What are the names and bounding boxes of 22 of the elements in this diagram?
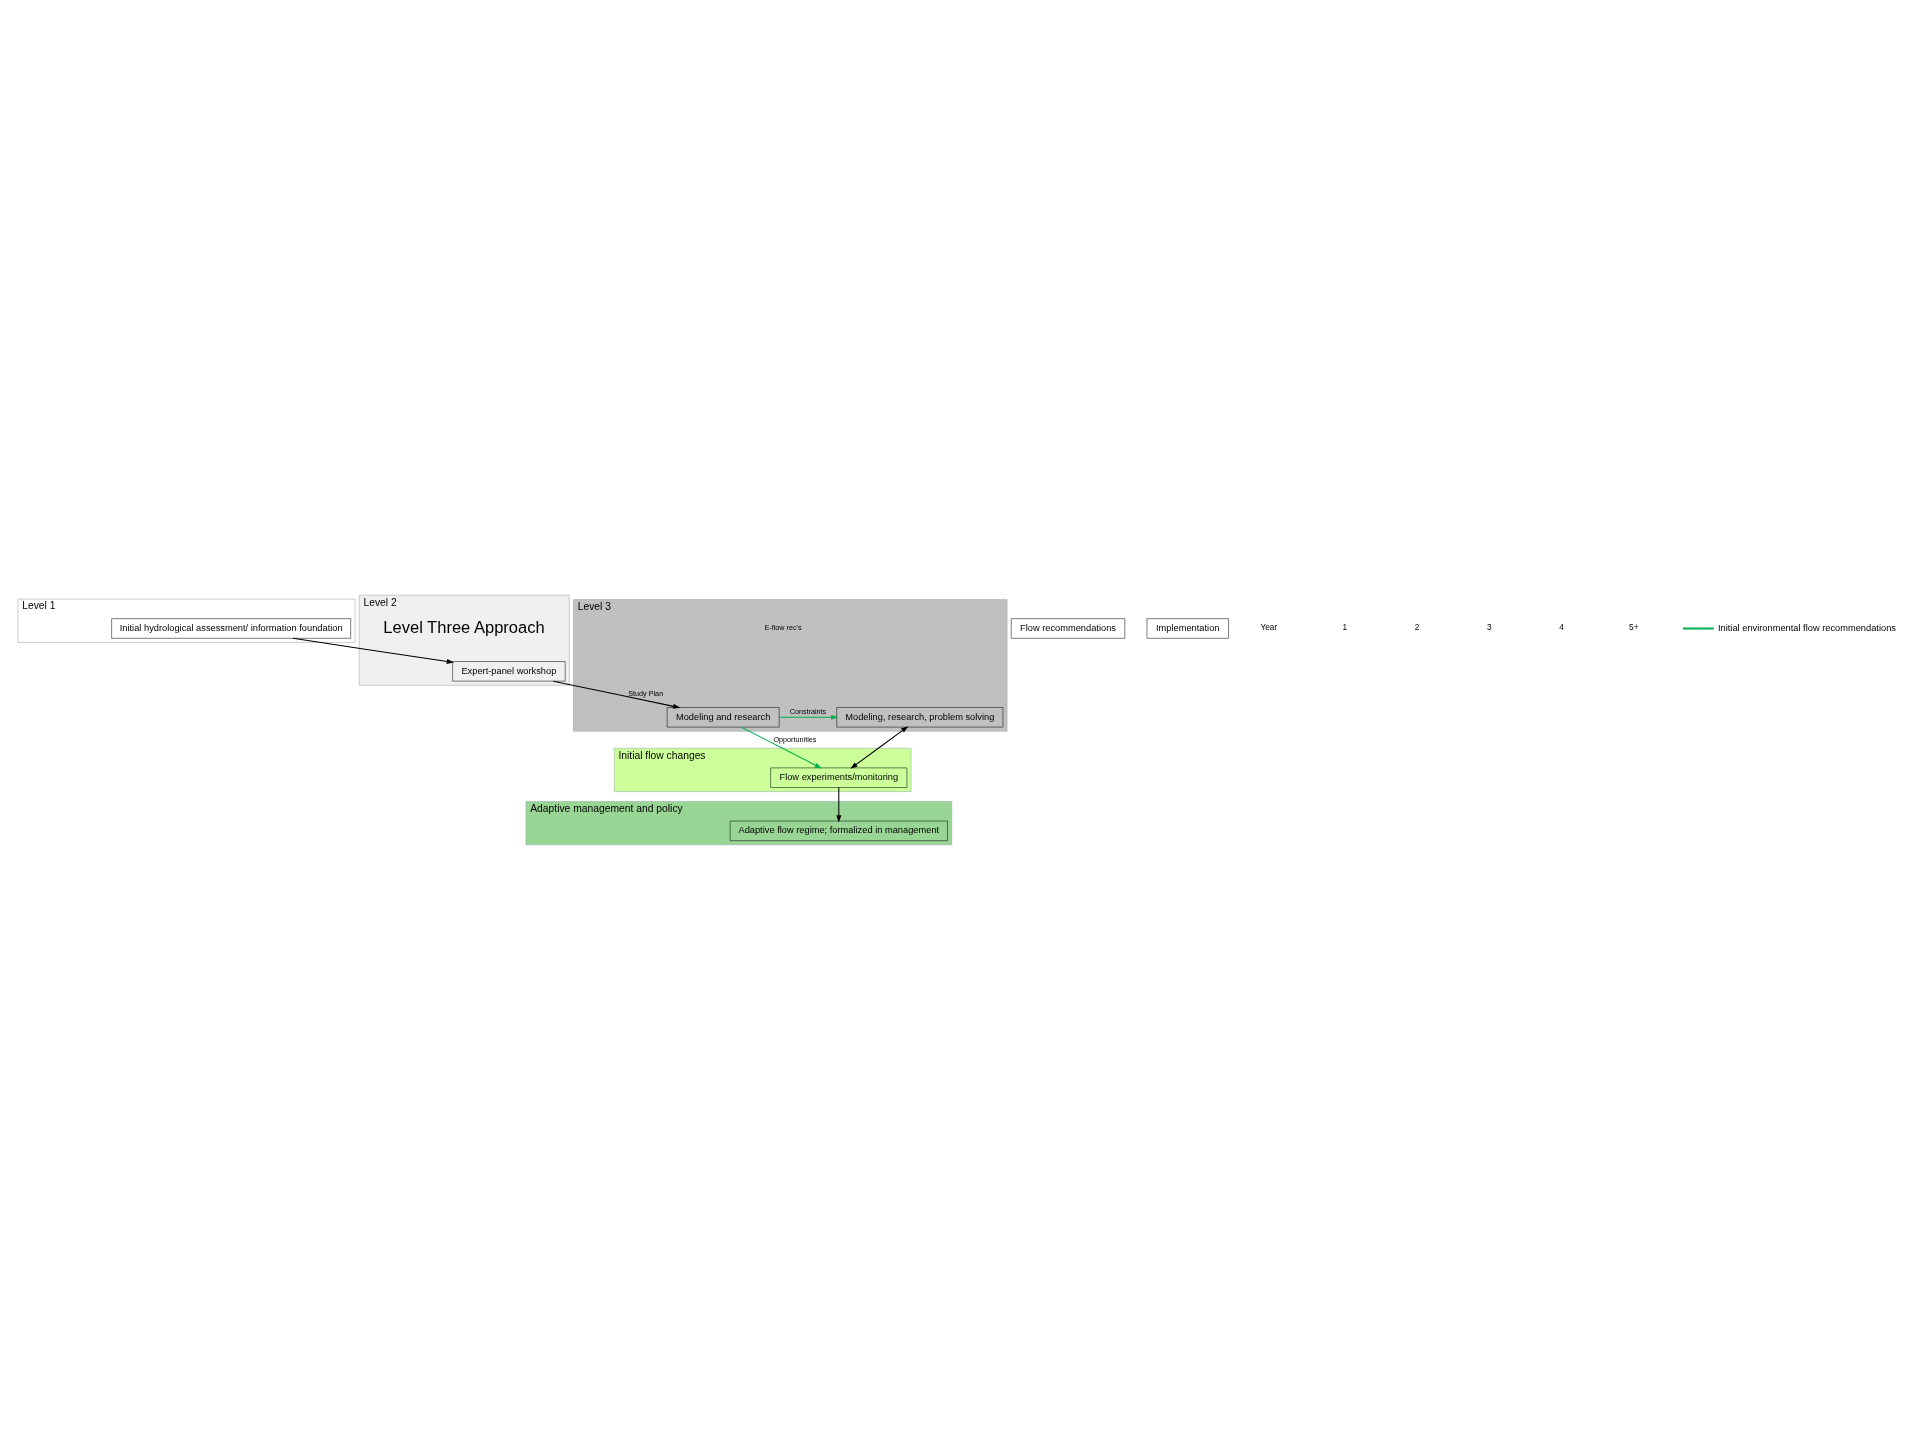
node-box: Flow experiments/monitoring (769, 767, 907, 788)
arrow (778, 714, 838, 720)
arrow (740, 726, 822, 769)
label: 3 (1486, 623, 1492, 633)
node-box: Modeling, research, problem solving (835, 707, 1003, 728)
arrow (291, 637, 454, 664)
label: 1 (1341, 623, 1347, 633)
label: Year (1260, 623, 1277, 633)
node-box: Flow recommendations (1010, 618, 1125, 639)
arrow (552, 680, 680, 709)
node-box: Modeling and research (666, 707, 779, 728)
label: 5+ (1628, 623, 1639, 633)
legend-label: Initial environmental flow recommendations (1717, 622, 1896, 633)
node-box: Adaptive flow regime; formalized in management (729, 820, 948, 841)
node-box: Initial hydrological assessment/ information foundation (110, 618, 351, 639)
label: 4 (1558, 623, 1564, 633)
arrow (849, 726, 908, 769)
label: 2 (1414, 623, 1419, 633)
arrow (835, 787, 841, 823)
node-box: Expert-panel workshop (451, 661, 565, 682)
label: Level Three Approach (382, 617, 545, 637)
node-box: Implementation (1146, 618, 1229, 639)
